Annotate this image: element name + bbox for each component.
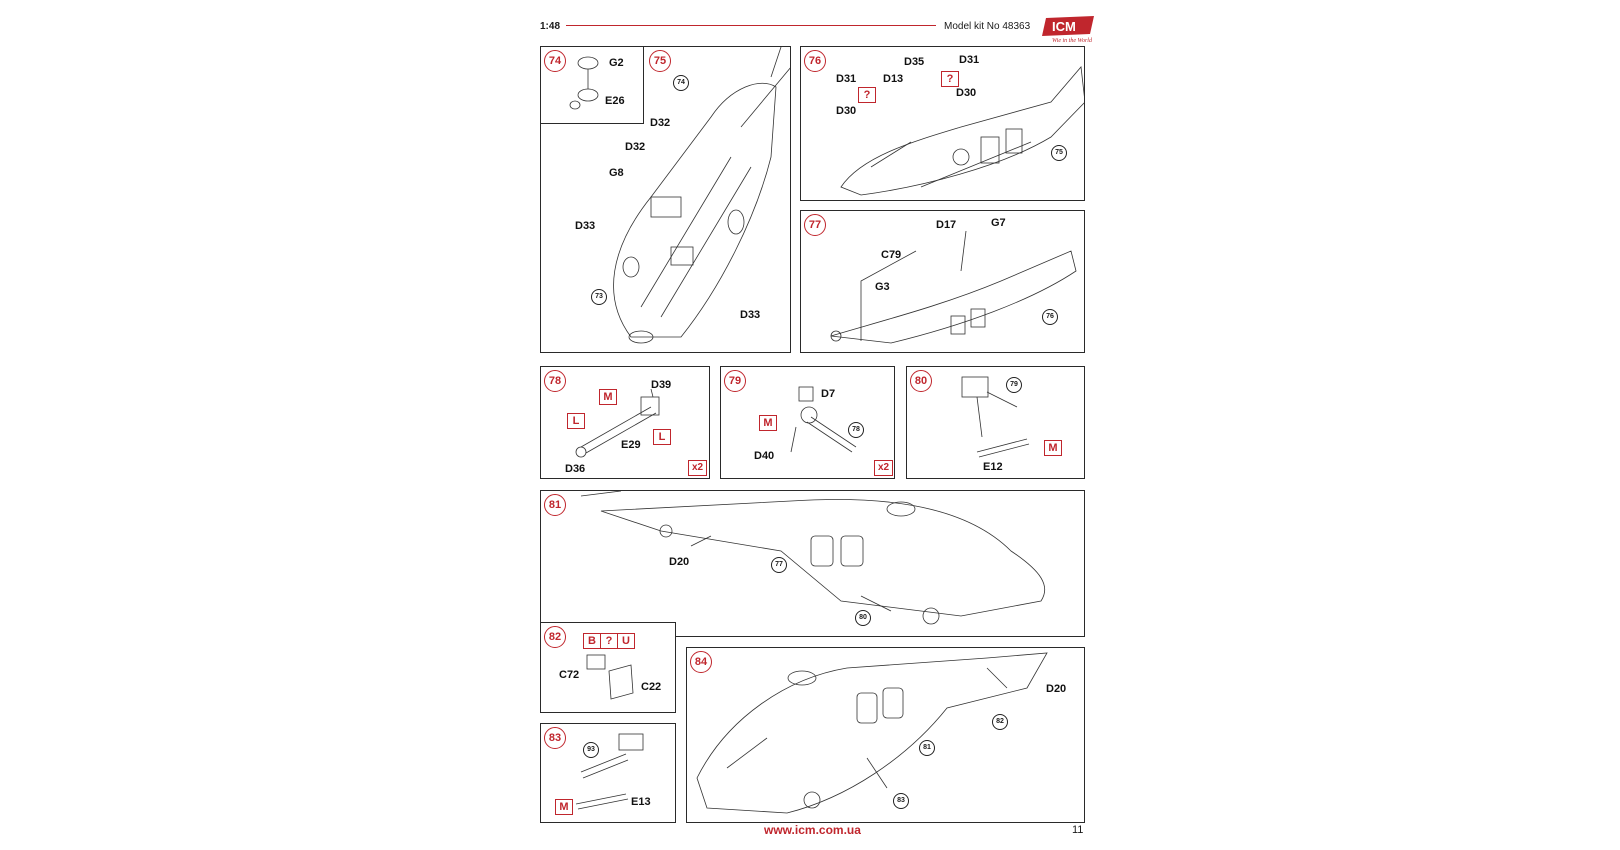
- helicopter-drawing-77: [830, 230, 1077, 344]
- label-d39: D39: [651, 379, 672, 391]
- mark-m: M: [599, 389, 617, 405]
- panel-step-82: 82 B ? U C72 C22: [540, 622, 676, 713]
- panel-step-75: 75 74 D32 D32 G8 D33 73 D33: [540, 46, 791, 353]
- label-c22: C22: [641, 681, 662, 693]
- header-rule: [566, 25, 936, 26]
- step-number-77: 77: [804, 214, 826, 236]
- label-d31-b: D31: [836, 73, 857, 85]
- mark-question: ?: [600, 633, 618, 649]
- gun-drawing-79: [790, 386, 857, 453]
- panel-step-74: 74 G2 E26: [540, 46, 644, 124]
- label-d31-a: D31: [959, 54, 980, 66]
- mark-b: B: [583, 633, 601, 649]
- panel-step-78: 78 D39 E29 D36 M L L x2: [540, 366, 710, 479]
- mark-question-b: ?: [941, 71, 959, 87]
- mark-question-a: ?: [858, 87, 876, 103]
- part-drawing-82: [586, 654, 634, 700]
- ref-77: 77: [771, 557, 787, 573]
- panel-step-81: 81 D20 77 80: [540, 490, 1085, 637]
- gun-drawing-78: [575, 388, 660, 458]
- label-g3: G3: [875, 281, 890, 293]
- step-number-75: 75: [649, 50, 671, 72]
- ref-82: 82: [992, 714, 1008, 730]
- mark-m: M: [759, 415, 777, 431]
- panel-step-83: 83 93 M E13: [540, 723, 676, 823]
- quantity-x2: x2: [874, 460, 894, 476]
- label-g8: G8: [609, 167, 624, 179]
- label-d32-b: D32: [625, 141, 646, 153]
- kit-number: Model kit No 48363: [944, 21, 1031, 32]
- step-number-84: 84: [690, 651, 712, 673]
- label-d7: D7: [821, 388, 836, 400]
- label-e26: E26: [605, 95, 625, 107]
- ref-93: 93: [583, 742, 599, 758]
- label-d20: D20: [669, 556, 690, 568]
- quantity-x2: x2: [688, 460, 708, 476]
- ref-80: 80: [855, 610, 871, 626]
- panel-step-77: 77 D17 G7 C79 G3 76: [800, 210, 1085, 353]
- footer-website-link[interactable]: www.icm.com.ua: [764, 823, 861, 837]
- helicopter-drawing-81: [580, 491, 1046, 625]
- panel-step-80: 80 79 M E12: [906, 366, 1085, 479]
- step-number-78: 78: [544, 370, 566, 392]
- label-d33-a: D33: [575, 220, 596, 232]
- icm-logo: ICM Wie in the World: [1038, 14, 1098, 44]
- label-d20: D20: [1046, 683, 1067, 695]
- label-d13: D13: [883, 73, 904, 85]
- step-number-76: 76: [804, 50, 826, 72]
- logo-text: ICM: [1052, 19, 1076, 34]
- gun-mount-drawing-80: [961, 376, 1030, 458]
- step-number-83: 83: [544, 727, 566, 749]
- ref-83: 83: [893, 793, 909, 809]
- label-d30-b: D30: [836, 105, 857, 117]
- step-number-80: 80: [910, 370, 932, 392]
- ref-79: 79: [1006, 377, 1022, 393]
- step-number-82: 82: [544, 626, 566, 648]
- label-g7: G7: [991, 217, 1006, 229]
- mark-l-b: L: [653, 429, 671, 445]
- helicopter-side-drawing-76: [840, 66, 1084, 196]
- label-c79: C79: [881, 249, 902, 261]
- helicopter-top-drawing-75: [613, 47, 790, 344]
- panel-step-84: 84 D20 82 81 83: [686, 647, 1085, 823]
- part-drawing-74: [569, 56, 599, 110]
- mark-m: M: [1044, 440, 1062, 456]
- label-d33-b: D33: [740, 309, 761, 321]
- step-number-81: 81: [544, 494, 566, 516]
- label-d30-a: D30: [956, 87, 977, 99]
- step-number-79: 79: [724, 370, 746, 392]
- label-e13: E13: [631, 796, 651, 808]
- mark-u: U: [617, 633, 635, 649]
- label-d36: D36: [565, 463, 586, 475]
- label-c72: C72: [559, 669, 580, 681]
- helicopter-drawing-84: [696, 652, 1048, 814]
- ref-76: 76: [1042, 309, 1058, 325]
- label-e29: E29: [621, 439, 641, 451]
- step-number-74: 74: [544, 50, 566, 72]
- label-d32-a: D32: [650, 117, 671, 129]
- ref-73: 73: [591, 289, 607, 305]
- panel-step-79: 79 D7 D40 M 78 x2: [720, 366, 895, 479]
- label-d40: D40: [754, 450, 775, 462]
- label-d17: D17: [936, 219, 957, 231]
- ref-75: 75: [1051, 145, 1067, 161]
- ref-78: 78: [848, 422, 864, 438]
- mark-l-a: L: [567, 413, 585, 429]
- label-g2: G2: [609, 57, 624, 69]
- gun-drawing-83: [575, 733, 644, 810]
- label-d35: D35: [904, 56, 925, 68]
- logo-tagline: Wie in the World: [1052, 38, 1093, 44]
- ref-74: 74: [673, 75, 689, 91]
- mark-m: M: [555, 799, 573, 815]
- page-number: 11: [1072, 824, 1084, 836]
- ref-81: 81: [919, 740, 935, 756]
- panel-step-76: 76 D35 D31 D31 D13 D30 D30 ? ? 75: [800, 46, 1085, 201]
- label-e12: E12: [983, 461, 1003, 473]
- scale-label: 1:48: [540, 21, 561, 32]
